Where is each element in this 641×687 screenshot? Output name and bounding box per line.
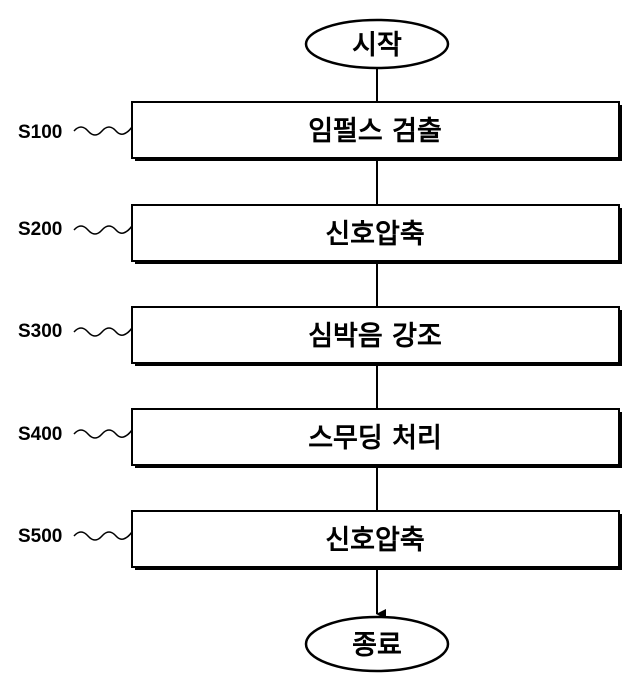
squiggle-leader [74,127,132,135]
step-id-label: S300 [18,321,62,342]
step-id-label: S500 [18,526,62,547]
step-s100: 임펄스 검출 S100 [18,102,622,161]
step-id-label: S200 [18,219,62,240]
squiggle-leader [74,226,132,234]
end-label: 종료 [352,630,402,661]
step-s400: 스무딩 처리 S400 [18,409,622,468]
step-s300: 심박음 강조 S300 [18,307,622,366]
step-text: 스무딩 처리 [308,423,442,454]
squiggle-leader [74,430,132,438]
step-id-label: S400 [18,424,62,445]
step-id-label: S100 [18,122,62,143]
step-s500: 신호압축 S500 [18,511,622,570]
squiggle-leader [74,532,132,540]
step-text: 심박음 강조 [308,321,442,352]
step-text: 신호압축 [325,219,424,250]
end-terminal: 종료 [306,617,448,671]
start-label: 시작 [352,30,402,61]
step-s200: 신호압축 S200 [18,205,622,264]
squiggle-leader [74,328,132,336]
step-text: 신호압축 [325,525,424,556]
step-text: 임펄스 검출 [308,116,442,147]
start-terminal: 시작 [306,20,448,68]
